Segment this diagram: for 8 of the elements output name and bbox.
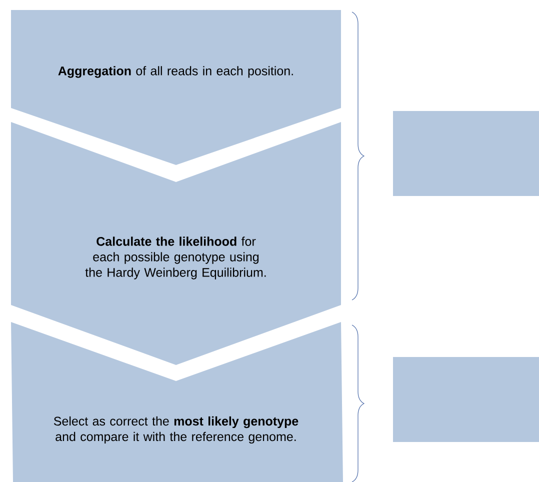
node-label: Select as correct the most likely genotype and compare it with the reference genome.	[54, 416, 298, 444]
chevron-step: Calculate the likelihood for each possible genotype using the Hardy Weinberg Equilibrium.	[11, 122, 341, 365]
node-label: Aggregation of all reads in each position.	[58, 66, 293, 78]
node-label: Calculate the likelihood for each possible genotype using the Hardy Weinberg Equilibrium.	[85, 236, 266, 280]
tool-box	[393, 357, 539, 442]
chevron-step: Aggregation of all reads in each position.	[11, 10, 341, 165]
tool-box	[393, 111, 539, 196]
chevron-step: Select as correct the most likely genotype and compare it with the reference genome.	[11, 322, 343, 482]
